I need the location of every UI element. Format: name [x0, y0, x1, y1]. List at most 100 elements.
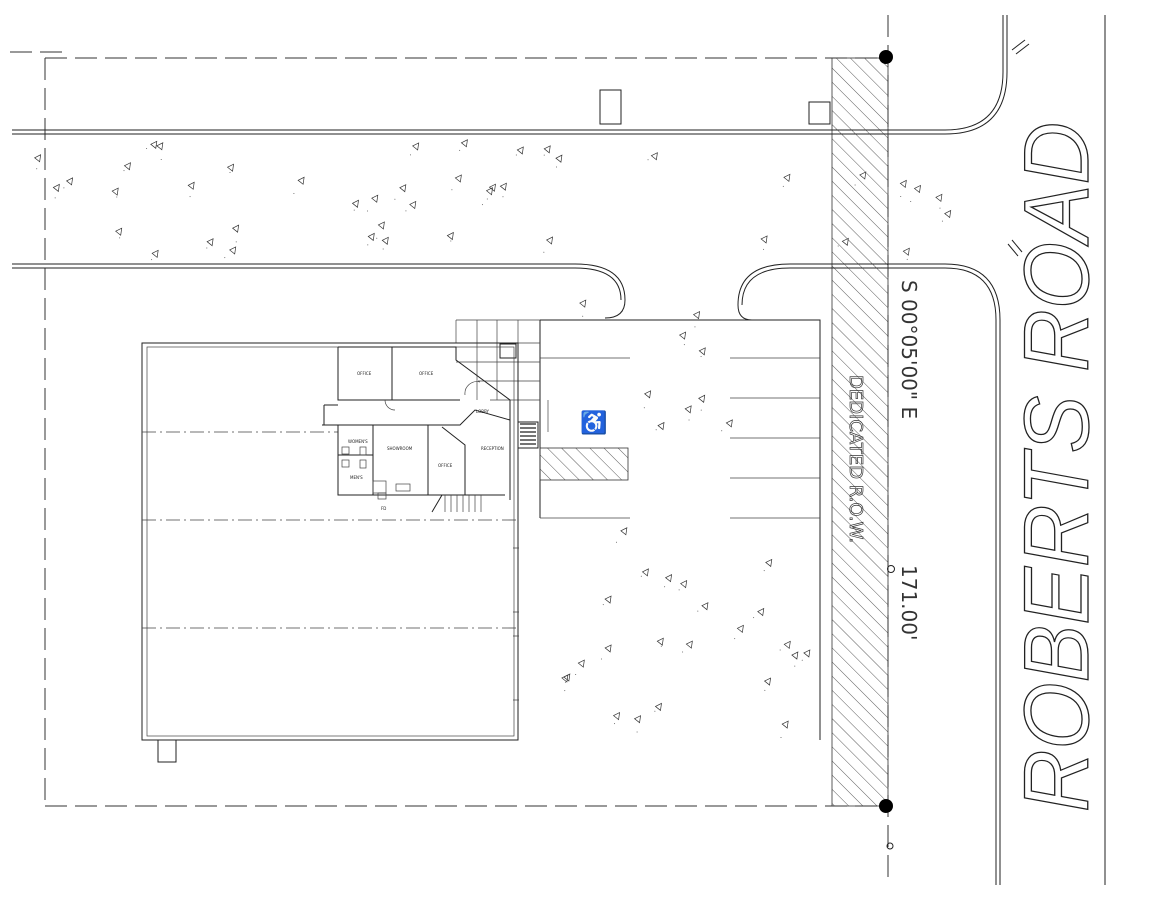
stipple-triangle [644, 390, 652, 399]
stipple-dot [367, 244, 369, 246]
stipple-dot [643, 407, 645, 409]
stipple-triangle [604, 595, 612, 604]
stipple-dot [36, 168, 38, 170]
stipple-dot [636, 731, 638, 733]
stipple-dot [160, 158, 162, 160]
stipple-dot [763, 248, 765, 250]
stipple-dot [123, 170, 125, 172]
stipple-dot [615, 541, 617, 543]
room-label-lobby: LOBBY [476, 409, 490, 414]
stipple-dot [409, 154, 411, 156]
stipple-triangle [803, 649, 811, 658]
room-label-reception: RECEPTION [481, 446, 504, 451]
stipple-triangle [736, 624, 744, 633]
stipple-dot [459, 149, 461, 151]
stipple-dot [647, 159, 649, 161]
accessible-aisle [539, 447, 629, 481]
boundary-bearing: S 00°05'00" E [897, 280, 921, 419]
stipple-triangle [156, 142, 164, 151]
stipple-dot [235, 241, 237, 243]
stipple-triangle [65, 177, 74, 186]
utility-box [599, 89, 622, 125]
stipple-dot [146, 148, 148, 150]
room-label-showroom: SHOWROOM [387, 446, 413, 451]
stipple-dot [54, 197, 56, 199]
stipple-dot [700, 356, 702, 358]
stipple-dot [939, 207, 941, 209]
road-curbs [12, 15, 1106, 885]
stipple-triangle [111, 187, 119, 196]
stipple-triangle [545, 236, 554, 245]
stipple-dot [543, 154, 545, 156]
stipple-triangle [577, 659, 585, 668]
stipple-dot [206, 247, 208, 249]
stipple-triangle [33, 154, 42, 163]
stipple-dot [654, 710, 656, 712]
stipple-dot [763, 570, 765, 572]
stipple-dot [367, 210, 369, 212]
accessible-parking-icon: ♿ [580, 410, 607, 435]
stipple-triangle [680, 579, 688, 589]
entry-plaza [455, 319, 540, 449]
stipple-triangle [791, 651, 799, 660]
stipple-triangle [231, 224, 240, 233]
survey-marker [886, 842, 894, 850]
street-name: ROBERTS ROAD [1006, 122, 1108, 812]
stipple-triangle [516, 146, 524, 155]
stipple-triangle [543, 145, 551, 154]
stipple-dot [764, 689, 766, 691]
rear-door [157, 739, 177, 763]
stipple-dot [450, 240, 452, 242]
stipple-triangle [485, 187, 493, 196]
stipple-triangle [899, 179, 907, 189]
stipple-triangle [650, 152, 658, 161]
stipple-dot [564, 690, 566, 692]
stipple-dot [63, 187, 65, 189]
survey-monument [879, 799, 893, 813]
stipple-triangle [351, 199, 359, 208]
stipple-dot [640, 575, 642, 577]
room-label-mens: MEN'S [350, 475, 363, 480]
stipple-triangle [685, 640, 693, 649]
stipple-triangle [150, 140, 158, 149]
stipple-triangle [692, 310, 701, 320]
stipple-triangle [399, 184, 407, 193]
stipple-dot [382, 248, 384, 250]
stipple-triangle [123, 162, 131, 171]
stipple-dot [734, 638, 736, 640]
stipple-dot [119, 237, 121, 239]
stipple-triangle [935, 193, 943, 203]
stipple-triangle [555, 154, 563, 163]
stipple-dot [376, 237, 378, 239]
stipple-dot [189, 196, 191, 198]
stipple-triangle [446, 231, 454, 241]
stipple-triangle [701, 602, 709, 611]
room-label-office-2: OFFICE [419, 371, 434, 376]
stipple-triangle [698, 394, 706, 403]
stipple-triangle [698, 347, 706, 356]
stipple-triangle [657, 421, 665, 431]
stipple-dot [614, 723, 616, 725]
stipple-triangle [783, 173, 791, 183]
stipple-triangle [229, 246, 237, 255]
stipple-dot [688, 419, 690, 421]
stipple-dot [694, 326, 696, 328]
stipple-triangle [412, 142, 420, 151]
room-label-fd: FD [381, 506, 386, 511]
stipple-dot [683, 344, 685, 346]
stipple-dot [664, 586, 666, 588]
stipple-triangle [226, 163, 235, 172]
stipple-triangle [187, 181, 195, 190]
stipple-dot [602, 604, 604, 606]
stipple-dot [910, 200, 912, 202]
room-label-womens: WOMEN'S [348, 439, 368, 444]
stipple-dot [151, 259, 153, 261]
stipple-triangle [760, 235, 768, 244]
stipple-dot [353, 209, 355, 211]
stipple-dot [486, 198, 488, 200]
stipple-triangle [944, 209, 952, 219]
room-label-office-1: OFFICE [357, 371, 372, 376]
stipple-dot [515, 154, 517, 156]
stipple-triangle [725, 419, 733, 428]
stipple-triangle [612, 712, 621, 721]
